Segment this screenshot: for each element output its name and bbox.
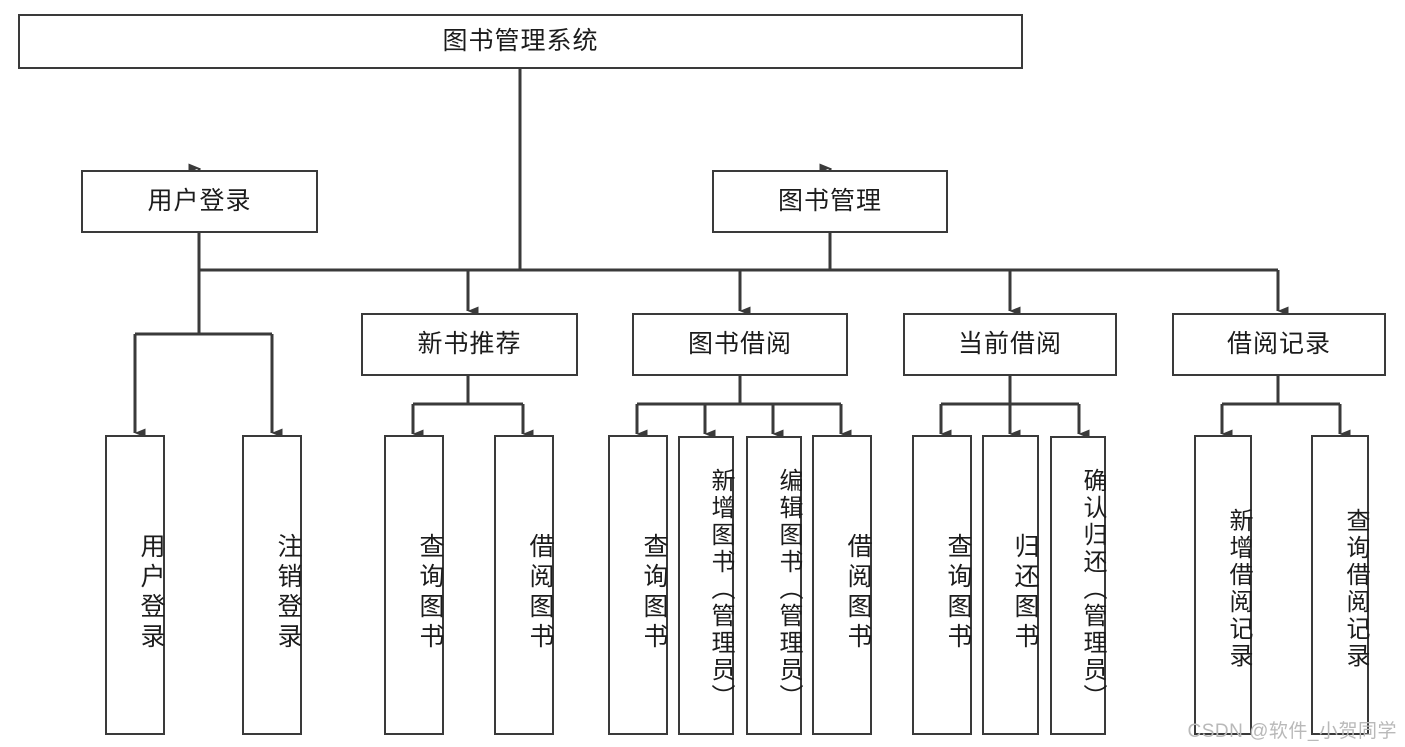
- node-book-management[interactable]: 图书管理: [712, 170, 948, 233]
- node-root[interactable]: 图书管理系统: [18, 14, 1023, 69]
- node-leaf-user-logout[interactable]: 注销登录: [242, 435, 302, 735]
- node-leaf-return-book[interactable]: 归还图书: [982, 435, 1039, 735]
- node-leaf-query-book-1-label: 查询图书: [416, 533, 444, 653]
- node-new-book-recommend[interactable]: 新书推荐: [361, 313, 578, 376]
- node-leaf-borrow-book-1-label: 借阅图书: [526, 533, 554, 653]
- node-new-book-recommend-label: 新书推荐: [417, 329, 522, 358]
- node-user-login[interactable]: 用户登录: [81, 170, 318, 233]
- node-leaf-query-record[interactable]: 查询借阅记录: [1311, 435, 1369, 735]
- node-leaf-query-book-2-label: 查询图书: [640, 533, 668, 653]
- node-leaf-query-book-2[interactable]: 查询图书: [608, 435, 668, 735]
- node-borrow-record[interactable]: 借阅记录: [1172, 313, 1386, 376]
- node-current-borrow[interactable]: 当前借阅: [903, 313, 1117, 376]
- node-leaf-add-record-label: 新增借阅记录: [1225, 508, 1252, 670]
- node-leaf-edit-book[interactable]: 编辑图书（管理员）: [746, 436, 802, 735]
- node-leaf-user-login[interactable]: 用户登录: [105, 435, 165, 735]
- node-leaf-confirm-return[interactable]: 确认归还（管理员）: [1050, 436, 1106, 735]
- node-leaf-confirm-return-label: 确认归还（管理员）: [1079, 468, 1106, 711]
- node-leaf-borrow-book-2[interactable]: 借阅图书: [812, 435, 872, 735]
- node-leaf-borrow-book-1[interactable]: 借阅图书: [494, 435, 554, 735]
- node-leaf-add-record[interactable]: 新增借阅记录: [1194, 435, 1252, 735]
- node-book-borrow[interactable]: 图书借阅: [632, 313, 848, 376]
- node-leaf-edit-book-label: 编辑图书（管理员）: [775, 468, 802, 711]
- node-root-label: 图书管理系统: [442, 26, 599, 55]
- node-leaf-user-logout-label: 注销登录: [274, 533, 302, 653]
- node-leaf-add-book-label: 新增图书（管理员）: [707, 468, 734, 711]
- node-leaf-add-book[interactable]: 新增图书（管理员）: [678, 436, 734, 735]
- node-leaf-query-book-3-label: 查询图书: [944, 533, 972, 653]
- node-current-borrow-label: 当前借阅: [957, 329, 1062, 358]
- node-user-login-label: 用户登录: [147, 186, 252, 215]
- node-book-borrow-label: 图书借阅: [687, 329, 792, 358]
- node-leaf-query-book-1[interactable]: 查询图书: [384, 435, 444, 735]
- node-borrow-record-label: 借阅记录: [1226, 329, 1331, 358]
- node-leaf-query-book-3[interactable]: 查询图书: [912, 435, 972, 735]
- node-leaf-borrow-book-2-label: 借阅图书: [844, 533, 872, 653]
- watermark-text: CSDN @软件_小贺同学: [1187, 721, 1397, 742]
- node-leaf-user-login-label: 用户登录: [137, 533, 165, 653]
- node-leaf-query-record-label: 查询借阅记录: [1342, 508, 1369, 670]
- node-book-management-label: 图书管理: [777, 186, 882, 215]
- node-leaf-return-book-label: 归还图书: [1011, 533, 1039, 653]
